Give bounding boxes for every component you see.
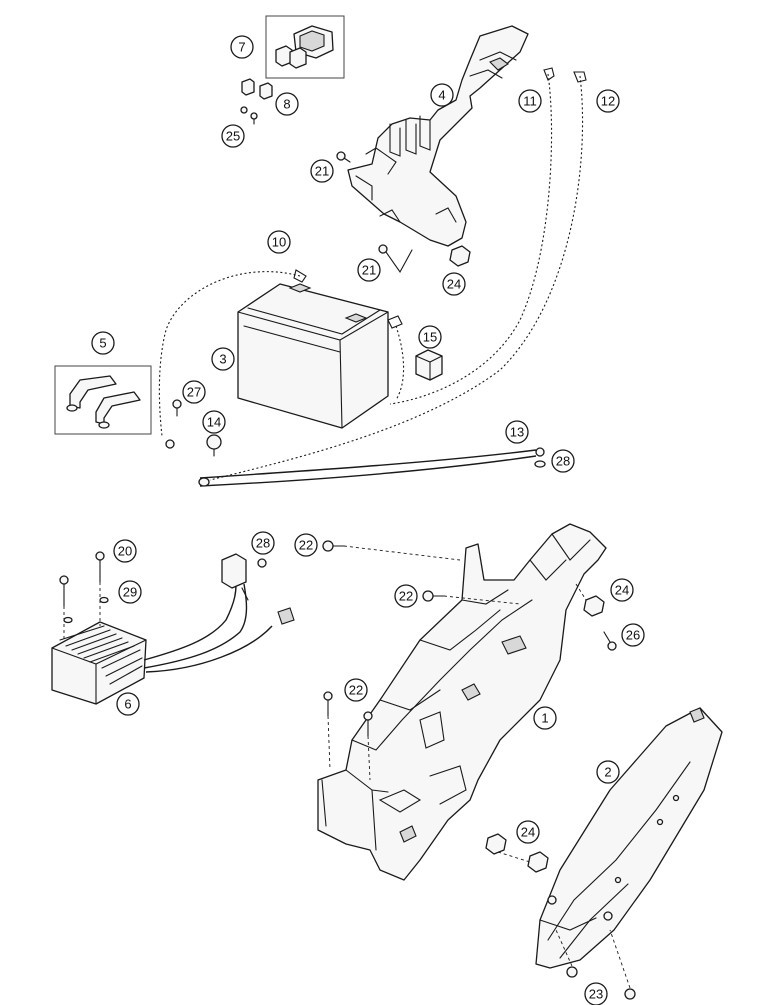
- callout-21-lower: 21: [357, 258, 381, 282]
- part-13-cable: [198, 447, 545, 487]
- part-11-cable: [389, 67, 555, 405]
- part-24-nut-right: [575, 583, 605, 617]
- callout-14: 14: [202, 410, 226, 434]
- callout-25: 25: [221, 124, 245, 148]
- svg-text:8: 8: [283, 97, 290, 112]
- part-28-washer-top: [534, 460, 546, 468]
- svg-text:15: 15: [423, 330, 437, 345]
- svg-text:3: 3: [219, 352, 226, 367]
- callout-21-upper: 21: [310, 159, 334, 183]
- callout-13: 13: [505, 420, 529, 444]
- part-26-screw: [603, 631, 617, 651]
- callout-4: 4: [430, 83, 454, 107]
- svg-text:11: 11: [523, 94, 537, 109]
- callout-22-middle: 22: [394, 584, 418, 608]
- svg-text:24: 24: [615, 583, 629, 598]
- part-15-relay: [415, 349, 443, 381]
- callout-10: 10: [267, 230, 291, 254]
- part-10-cable: [158, 269, 307, 449]
- svg-text:24: 24: [447, 277, 461, 292]
- part-27-screw: [172, 399, 182, 417]
- callout-23: 23: [584, 982, 608, 1005]
- svg-text:28: 28: [256, 536, 270, 551]
- svg-text:20: 20: [118, 544, 132, 559]
- callout-7: 7: [230, 35, 254, 59]
- svg-text:6: 6: [124, 697, 131, 712]
- svg-text:10: 10: [272, 235, 286, 250]
- svg-text:27: 27: [187, 385, 201, 400]
- part-29-washers: [63, 596, 109, 624]
- callout-12: 12: [596, 89, 620, 113]
- callout-3: 3: [211, 347, 235, 371]
- callout-26: 26: [621, 623, 645, 647]
- part-8-clips: [241, 78, 273, 100]
- svg-text:4: 4: [438, 88, 445, 103]
- callout-6: 6: [116, 692, 140, 716]
- callout-24-bottom: 24: [516, 820, 540, 844]
- svg-text:1: 1: [541, 711, 548, 726]
- part-24-nuts-bottom: [485, 833, 549, 873]
- part-1-battery-tray: [317, 523, 607, 881]
- part-12-cable: [209, 71, 587, 481]
- svg-text:12: 12: [601, 94, 615, 109]
- part-25-screws: [240, 106, 258, 125]
- part-3-battery: [237, 283, 389, 429]
- callout-5: 5: [91, 331, 115, 355]
- cable-end-15: [387, 315, 405, 401]
- svg-text:22: 22: [299, 538, 313, 553]
- part-14-fuse: [206, 434, 222, 457]
- svg-text:7: 7: [238, 40, 245, 55]
- callout-20: 20: [113, 539, 137, 563]
- callout-15: 15: [418, 325, 442, 349]
- svg-text:23: 23: [589, 987, 603, 1002]
- callout-22-lower: 22: [344, 678, 368, 702]
- svg-text:13: 13: [510, 425, 524, 440]
- callout-22-top: 22: [294, 533, 318, 557]
- callout-1: 1: [533, 706, 557, 730]
- svg-text:21: 21: [362, 263, 376, 278]
- part-2-cover: [535, 707, 723, 969]
- part-22-screws: [322, 540, 521, 781]
- callout-2: 2: [596, 760, 620, 784]
- svg-text:5: 5: [99, 336, 106, 351]
- part-24-nut-top: [449, 245, 471, 267]
- part-21-screws: [336, 151, 413, 274]
- svg-text:21: 21: [315, 164, 329, 179]
- svg-text:22: 22: [349, 683, 363, 698]
- svg-text:14: 14: [207, 415, 221, 430]
- svg-text:2: 2: [604, 765, 611, 780]
- svg-text:29: 29: [123, 585, 137, 600]
- svg-text:25: 25: [226, 129, 240, 144]
- callout-8: 8: [275, 92, 299, 116]
- svg-text:24: 24: [521, 825, 535, 840]
- svg-text:28: 28: [556, 454, 570, 469]
- callout-11: 11: [518, 89, 542, 113]
- part-4-bracket: [347, 25, 529, 247]
- part-23-screws: [555, 929, 636, 1000]
- part-5-holders: [54, 365, 152, 435]
- callout-28-lower: 28: [251, 531, 275, 555]
- svg-text:26: 26: [626, 628, 640, 643]
- part-7-relay-group: [265, 15, 345, 79]
- callout-28-upper: 28: [551, 449, 575, 473]
- callout-24-right: 24: [610, 578, 634, 602]
- part-6-regulator: [51, 553, 295, 705]
- callout-24-top: 24: [442, 272, 466, 296]
- callout-29: 29: [118, 580, 142, 604]
- svg-text:22: 22: [399, 589, 413, 604]
- part-20-screws: [59, 551, 105, 640]
- callout-27: 27: [182, 380, 206, 404]
